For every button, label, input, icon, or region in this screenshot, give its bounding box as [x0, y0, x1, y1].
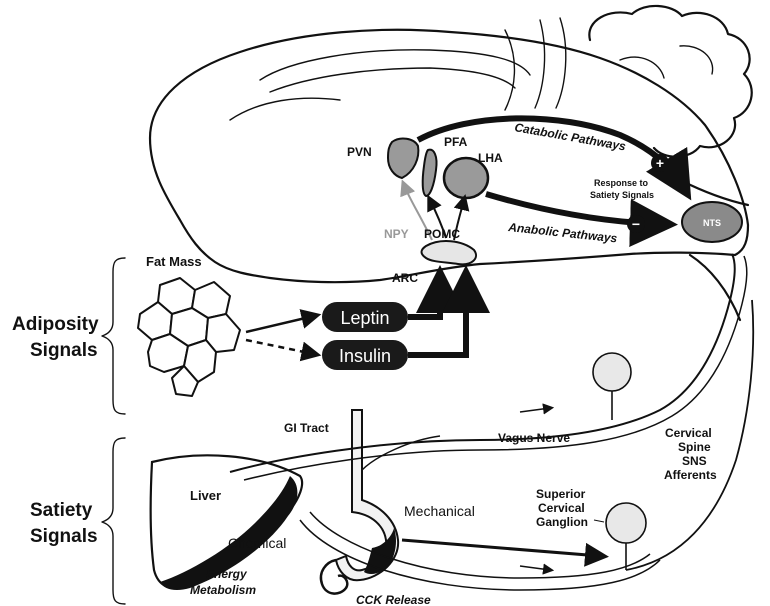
label-fat-mass: Fat Mass: [146, 254, 202, 269]
label-superior-1: Superior: [536, 487, 586, 501]
label-pomc: POMC: [424, 227, 460, 241]
arc-nucleus: [422, 241, 477, 264]
label-chemical: Chemical: [228, 535, 286, 551]
label-cervical-1: Cervical: [665, 426, 712, 440]
label-lha: LHA: [478, 151, 503, 165]
adiposity-brace: [102, 258, 125, 414]
leptin-to-arc-arrow: [408, 283, 440, 317]
fat-cells: [138, 278, 240, 396]
label-insulin: Insulin: [339, 346, 391, 366]
label-gi-tract: GI Tract: [284, 421, 329, 435]
pvn-nucleus: [388, 139, 418, 178]
plus-sign: +: [656, 155, 664, 171]
label-anabolic: Anabolic Pathways: [507, 220, 619, 245]
satiety-title-1: Satiety: [30, 500, 93, 521]
label-arc: ARC: [392, 271, 418, 285]
label-mechanical: Mechanical: [404, 503, 475, 519]
label-response-1: Response to: [594, 178, 649, 188]
satiety-title-2: Signals: [30, 526, 98, 547]
adiposity-title-1: Adiposity: [12, 314, 99, 335]
leptin-arrow: [246, 316, 314, 332]
label-energy-1: Energy: [206, 567, 248, 581]
pfa-nucleus: [423, 150, 437, 196]
label-nts: NTS: [703, 218, 721, 228]
superior-pointer: [594, 520, 604, 522]
label-superior-2: Cervical: [538, 501, 585, 515]
lower-flow-arrow: [520, 566, 550, 570]
label-cervical-3: SNS: [682, 454, 707, 468]
adiposity-title-2: Signals: [30, 340, 98, 361]
label-cck: CCK Release: [356, 593, 431, 606]
label-npy: NPY: [384, 227, 409, 241]
label-leptin: Leptin: [340, 308, 389, 328]
satiety-brace: [102, 438, 125, 604]
label-cervical-4: Afferents: [664, 468, 717, 482]
vagal-ganglion: [593, 353, 631, 391]
minus-sign: −: [632, 216, 640, 232]
label-cervical-2: Spine: [678, 440, 711, 454]
label-pfa: PFA: [444, 135, 468, 149]
label-catabolic: Catabolic Pathways: [513, 120, 627, 153]
label-response-2: Satiety Signals: [590, 190, 654, 200]
insulin-arrow: [246, 340, 314, 354]
label-energy-2: Metabolism: [190, 583, 256, 597]
label-vagus-nerve: Vagus Nerve: [498, 431, 570, 445]
vagus-flow-arrow: [520, 408, 550, 412]
mechanical-arrow: [402, 540, 600, 556]
label-pvn: PVN: [347, 145, 372, 159]
label-liver: Liver: [190, 488, 221, 503]
superior-cervical-ganglion: [606, 503, 646, 543]
vagus-nerve: [230, 254, 735, 472]
label-superior-3: Ganglion: [536, 515, 588, 529]
vagus-nerve-inner: [244, 256, 747, 480]
